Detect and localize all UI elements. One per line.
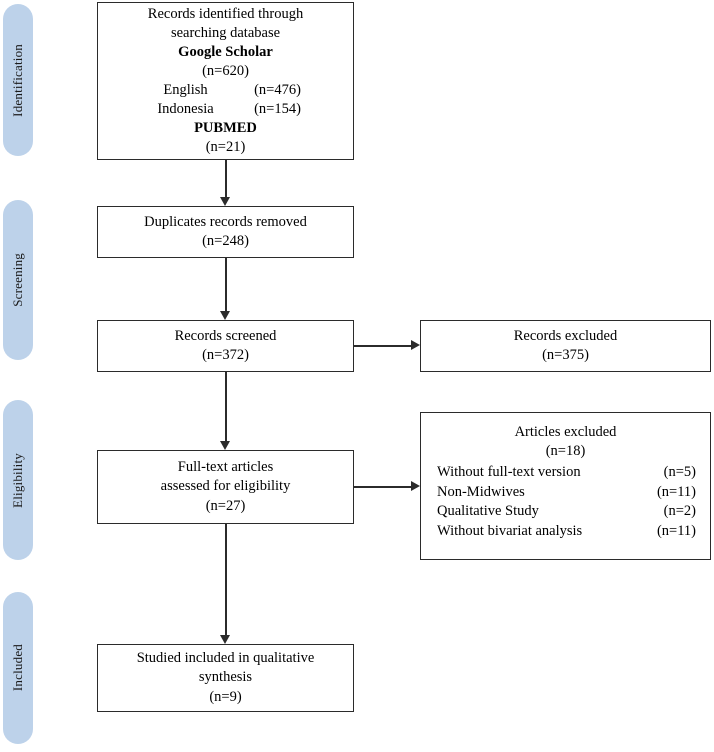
arrow-down-icon-fulltext-to-included — [220, 635, 230, 644]
records-identified-line2: searching database — [170, 24, 281, 41]
box-included-synthesis: Studied included in qualitative synthesi… — [97, 644, 354, 712]
reason-count: (n=5) — [663, 464, 696, 481]
articles-excluded-reason-list: Without full-text version (n=5) Non-Midw… — [427, 463, 704, 541]
box-records-identified: Records identified through searching dat… — [97, 2, 354, 160]
records-identified-sub1-label: English — [163, 82, 208, 98]
included-synthesis-count: (n=9) — [209, 688, 242, 705]
records-identified-source2-count: (n=21) — [205, 139, 246, 156]
fulltext-assessed-line1: Full-text articles — [177, 459, 274, 476]
reason-count: (n=11) — [656, 483, 696, 500]
duplicates-removed-count: (n=248) — [202, 233, 249, 249]
phase-tab-identification-label: Identification — [10, 43, 25, 117]
phase-tab-included-label: Included — [10, 644, 25, 692]
phase-tab-identification: Identification — [3, 4, 33, 156]
fulltext-assessed-line2: assessed for eligibility — [160, 478, 291, 495]
arrow-down-icon-identified-to-duplicates — [220, 197, 230, 206]
articles-excluded-reason-row: Without bivariat analysis (n=11) — [437, 522, 696, 541]
records-identified-sub2-count: (n=154) — [254, 101, 301, 118]
connector-screened-to-excluded — [354, 345, 412, 347]
reason-label: Qualitative Study — [437, 503, 539, 520]
reason-label: Without full-text version — [437, 464, 581, 481]
box-duplicates-removed: Duplicates records removed (n=248) — [97, 206, 354, 258]
records-excluded-line1: Records excluded — [513, 327, 618, 344]
records-identified-sub1-count: (n=476) — [254, 82, 301, 98]
connector-duplicates-to-screened — [225, 258, 227, 312]
phase-tab-screening: Screening — [3, 200, 33, 360]
box-records-excluded: Records excluded (n=375) — [420, 320, 711, 372]
records-screened-line1: Records screened — [174, 327, 277, 344]
connector-fulltext-to-included — [225, 524, 227, 636]
records-identified-sub2-label: Indonesia — [157, 101, 214, 118]
box-articles-excluded: Articles excluded (n=18) Without full-te… — [420, 412, 711, 560]
box-fulltext-assessed: Full-text articles assessed for eligibil… — [97, 450, 354, 524]
arrow-right-icon-fulltext-to-articles-excluded — [411, 481, 420, 491]
records-identified-sub-row-indonesia: Indonesia (n=154) — [104, 100, 347, 119]
included-synthesis-line1: Studied included in qualitative — [136, 650, 315, 667]
reason-label: Non-Midwives — [437, 483, 525, 500]
articles-excluded-reason-row: Non-Midwives (n=11) — [437, 483, 696, 502]
articles-excluded-reason-row: Without full-text version (n=5) — [437, 463, 696, 482]
articles-excluded-count: (n=18) — [545, 443, 586, 460]
articles-excluded-reason-row: Qualitative Study (n=2) — [437, 502, 696, 521]
articles-excluded-title: Articles excluded — [514, 424, 617, 440]
records-identified-sub-row-english: English (n=476) — [104, 81, 347, 100]
records-excluded-count: (n=375) — [542, 347, 589, 363]
connector-screened-to-fulltext — [225, 372, 227, 442]
records-identified-source1-name: Google Scholar — [178, 43, 273, 60]
box-records-screened: Records screened (n=372) — [97, 320, 354, 372]
records-identified-line1: Records identified through — [147, 5, 304, 22]
arrow-down-icon-screened-to-fulltext — [220, 441, 230, 450]
reason-count: (n=11) — [656, 522, 696, 539]
included-synthesis-line2: synthesis — [198, 669, 253, 686]
phase-tab-eligibility-label: Eligibility — [10, 452, 25, 508]
arrow-down-icon-duplicates-to-screened — [220, 311, 230, 320]
fulltext-assessed-count: (n=27) — [205, 497, 246, 514]
duplicates-removed-line1: Duplicates records removed — [144, 213, 307, 230]
records-identified-source2-name: PUBMED — [194, 120, 257, 137]
reason-count: (n=2) — [663, 503, 696, 520]
phase-tab-eligibility: Eligibility — [3, 400, 33, 560]
records-screened-count: (n=372) — [202, 347, 249, 363]
records-identified-source1-count: (n=620) — [202, 62, 249, 79]
phase-tab-screening-label: Screening — [10, 253, 25, 307]
phase-tab-included: Included — [3, 592, 33, 744]
reason-label: Without bivariat analysis — [437, 522, 583, 539]
connector-identified-to-duplicates — [225, 160, 227, 198]
connector-fulltext-to-articles-excluded — [354, 486, 412, 488]
arrow-right-icon-screened-to-excluded — [411, 340, 420, 350]
